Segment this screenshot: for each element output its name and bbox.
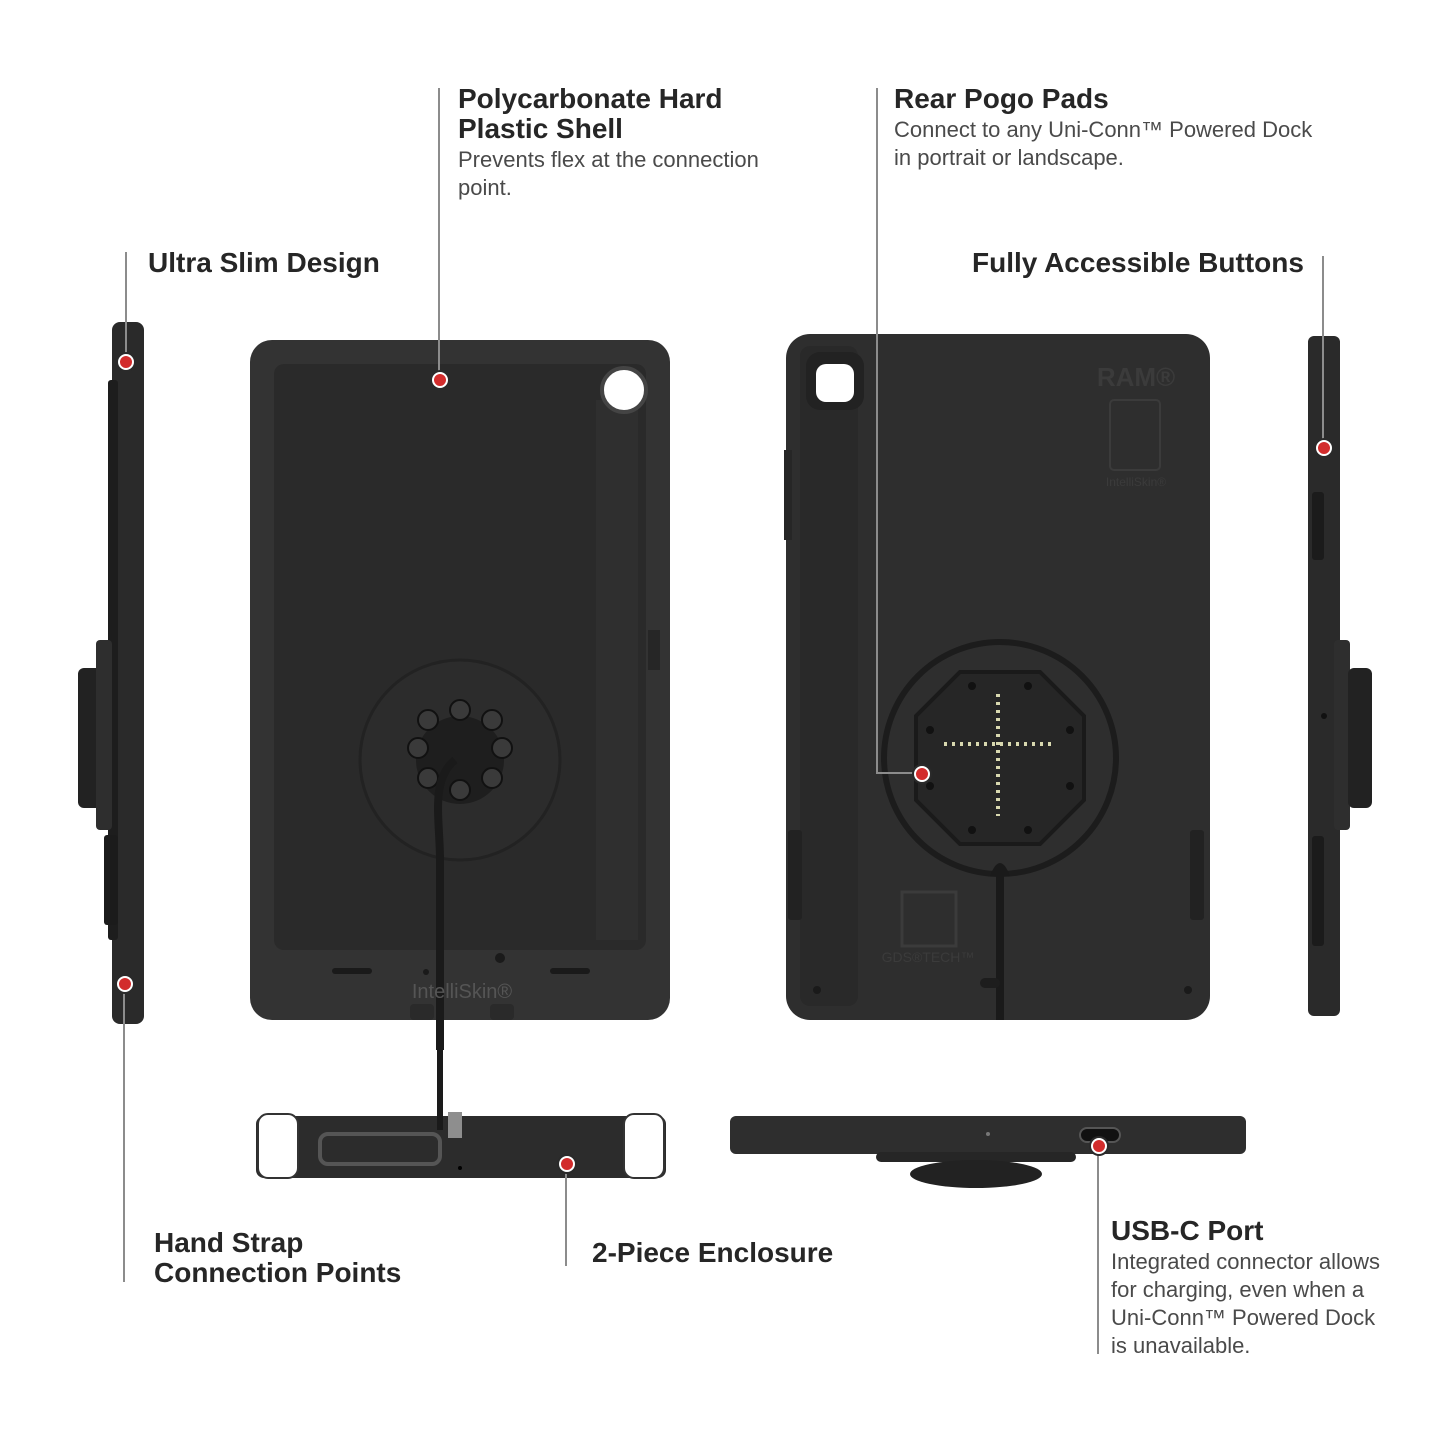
enclosure-title: 2-Piece Enclosure <box>592 1237 834 1268</box>
polycarbonate-marker <box>432 372 448 388</box>
ultra-slim-leader <box>125 252 127 362</box>
rear-pogo-leader <box>876 88 878 772</box>
rear-pogo-title: Rear Pogo Pads <box>894 83 1109 114</box>
hand-strap-marker <box>117 976 133 992</box>
buttons-leader <box>1322 256 1324 446</box>
polycarbonate-title: Polycarbonate Hard Plastic Shell <box>458 83 723 144</box>
polycarbonate-desc: Prevents flex at the connection point. <box>458 147 759 200</box>
rear-pogo-desc: Connect to any Uni-Conn™ Powered Dock in… <box>894 117 1313 170</box>
rear-pogo-marker <box>914 766 930 782</box>
ultra-slim-title: Ultra Slim Design <box>148 247 380 278</box>
enclosure-leader <box>565 1162 567 1266</box>
enclosure-marker <box>559 1156 575 1172</box>
usbc-marker <box>1091 1138 1107 1154</box>
svg-text:RAM®: RAM® <box>1097 362 1175 392</box>
polycarbonate-leader <box>438 88 440 378</box>
hand-strap-title: Hand Strap Connection Points <box>154 1227 402 1288</box>
left-side-profile <box>78 322 144 1024</box>
bottom-edge-piece <box>256 1050 666 1179</box>
svg-text:IntelliSkin®: IntelliSkin® <box>1106 475 1166 489</box>
svg-text:GDS®TECH™: GDS®TECH™ <box>882 949 975 965</box>
usbc-leader <box>1097 1144 1099 1354</box>
front-case: IntelliSkin® <box>250 340 670 1050</box>
usbc-edge-view <box>730 1116 1246 1188</box>
usbc-desc: Integrated connector allows for charging… <box>1111 1249 1381 1358</box>
hand-strap-leader <box>123 984 125 1282</box>
svg-text:IntelliSkin®: IntelliSkin® <box>412 981 513 1003</box>
back-case: RAM® IntelliSkin® GDS®TECH™ <box>784 334 1210 1020</box>
ultra-slim-marker <box>118 354 134 370</box>
usbc-title: USB-C Port <box>1111 1215 1264 1246</box>
buttons-marker <box>1316 440 1332 456</box>
buttons-title: Fully Accessible Buttons <box>972 247 1304 278</box>
rear-pogo-leader-horizontal <box>876 772 920 774</box>
right-side-profile <box>1308 336 1372 1016</box>
